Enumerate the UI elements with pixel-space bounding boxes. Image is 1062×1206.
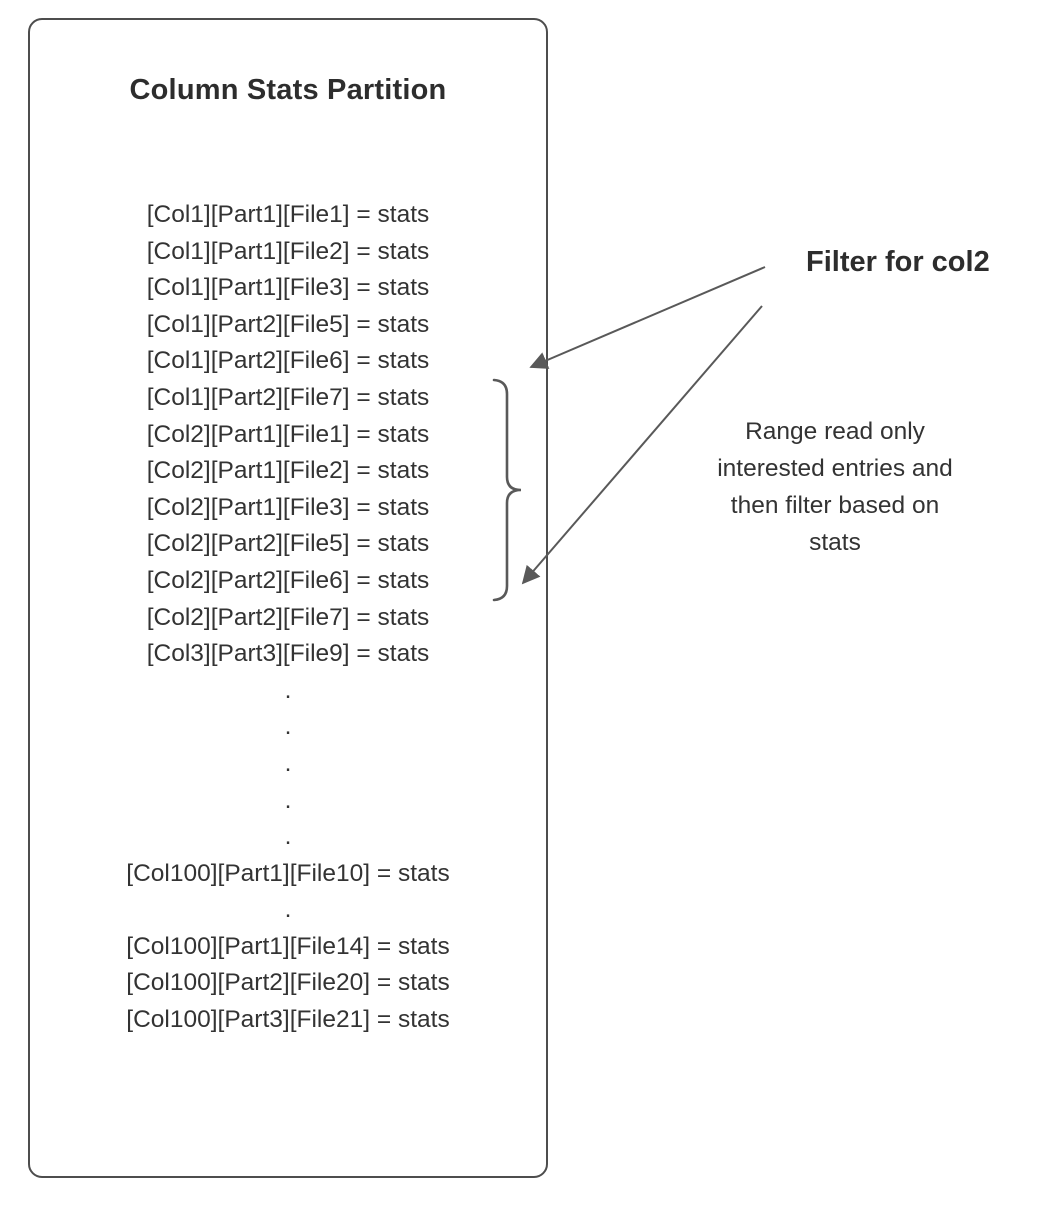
- range-read-note-line: stats: [809, 529, 861, 556]
- stats-entry: [Col1][Part1][File1] = stats: [146, 201, 430, 228]
- stats-entry: .: [284, 713, 292, 741]
- partition-box-title: Column Stats Partition: [129, 74, 447, 106]
- filter-for-col2-label: Filter for col2: [806, 246, 990, 278]
- stats-entry: .: [284, 896, 292, 924]
- stats-entry: [Col1][Part2][File6] = stats: [146, 347, 430, 375]
- stats-entry: .: [284, 676, 292, 704]
- stats-entry: [Col100][Part1][File14] = stats: [126, 932, 450, 960]
- range-read-note: Range read only interested entries and the…: [672, 413, 998, 561]
- range-read-note-line: interested entries and: [717, 455, 953, 482]
- stats-entry: [Col2][Part2][File6] = stats: [146, 566, 430, 594]
- range-read-note-line: then filter based on: [730, 492, 940, 519]
- filter-arrow-top: [529, 266, 766, 369]
- stats-entry: [Col2][Part1][File3] = stats: [146, 493, 430, 521]
- stats-entry: [Col3][Part3][File9] = stats: [146, 640, 430, 668]
- stats-entry: .: [284, 749, 292, 777]
- stats-entry: [Col2][Part1][File2] = stats: [146, 457, 430, 485]
- stats-entry: [Col1][Part1][File3] = stats: [146, 274, 430, 302]
- range-read-note-line: Range read only: [745, 418, 925, 445]
- stats-entry: [Col100][Part3][File21] = stats: [126, 1006, 450, 1034]
- stats-entry: .: [284, 823, 292, 851]
- stats-entries-list: [Col1][Part1][File1] = stats [Col1][Part1…: [30, 197, 546, 1039]
- stats-entry: [Col2][Part2][File5] = stats: [146, 530, 430, 558]
- stats-entry: [Col1][Part1][File2] = stats: [146, 237, 430, 265]
- stats-entry: [Col1][Part2][File5] = stats: [146, 310, 430, 338]
- stats-entry: [Col2][Part1][File1] = stats: [146, 420, 430, 448]
- stats-entry: .: [284, 786, 292, 814]
- stats-entry: [Col2][Part2][File7] = stats: [146, 603, 430, 631]
- stats-entry: [Col100][Part1][File10] = stats: [126, 859, 450, 887]
- column-stats-partition-box: Column Stats Partition [Col1][Part1][Fil…: [28, 18, 548, 1178]
- stats-entry: [Col1][Part2][File7] = stats: [146, 383, 430, 411]
- stats-entry: [Col100][Part2][File20] = stats: [126, 969, 450, 997]
